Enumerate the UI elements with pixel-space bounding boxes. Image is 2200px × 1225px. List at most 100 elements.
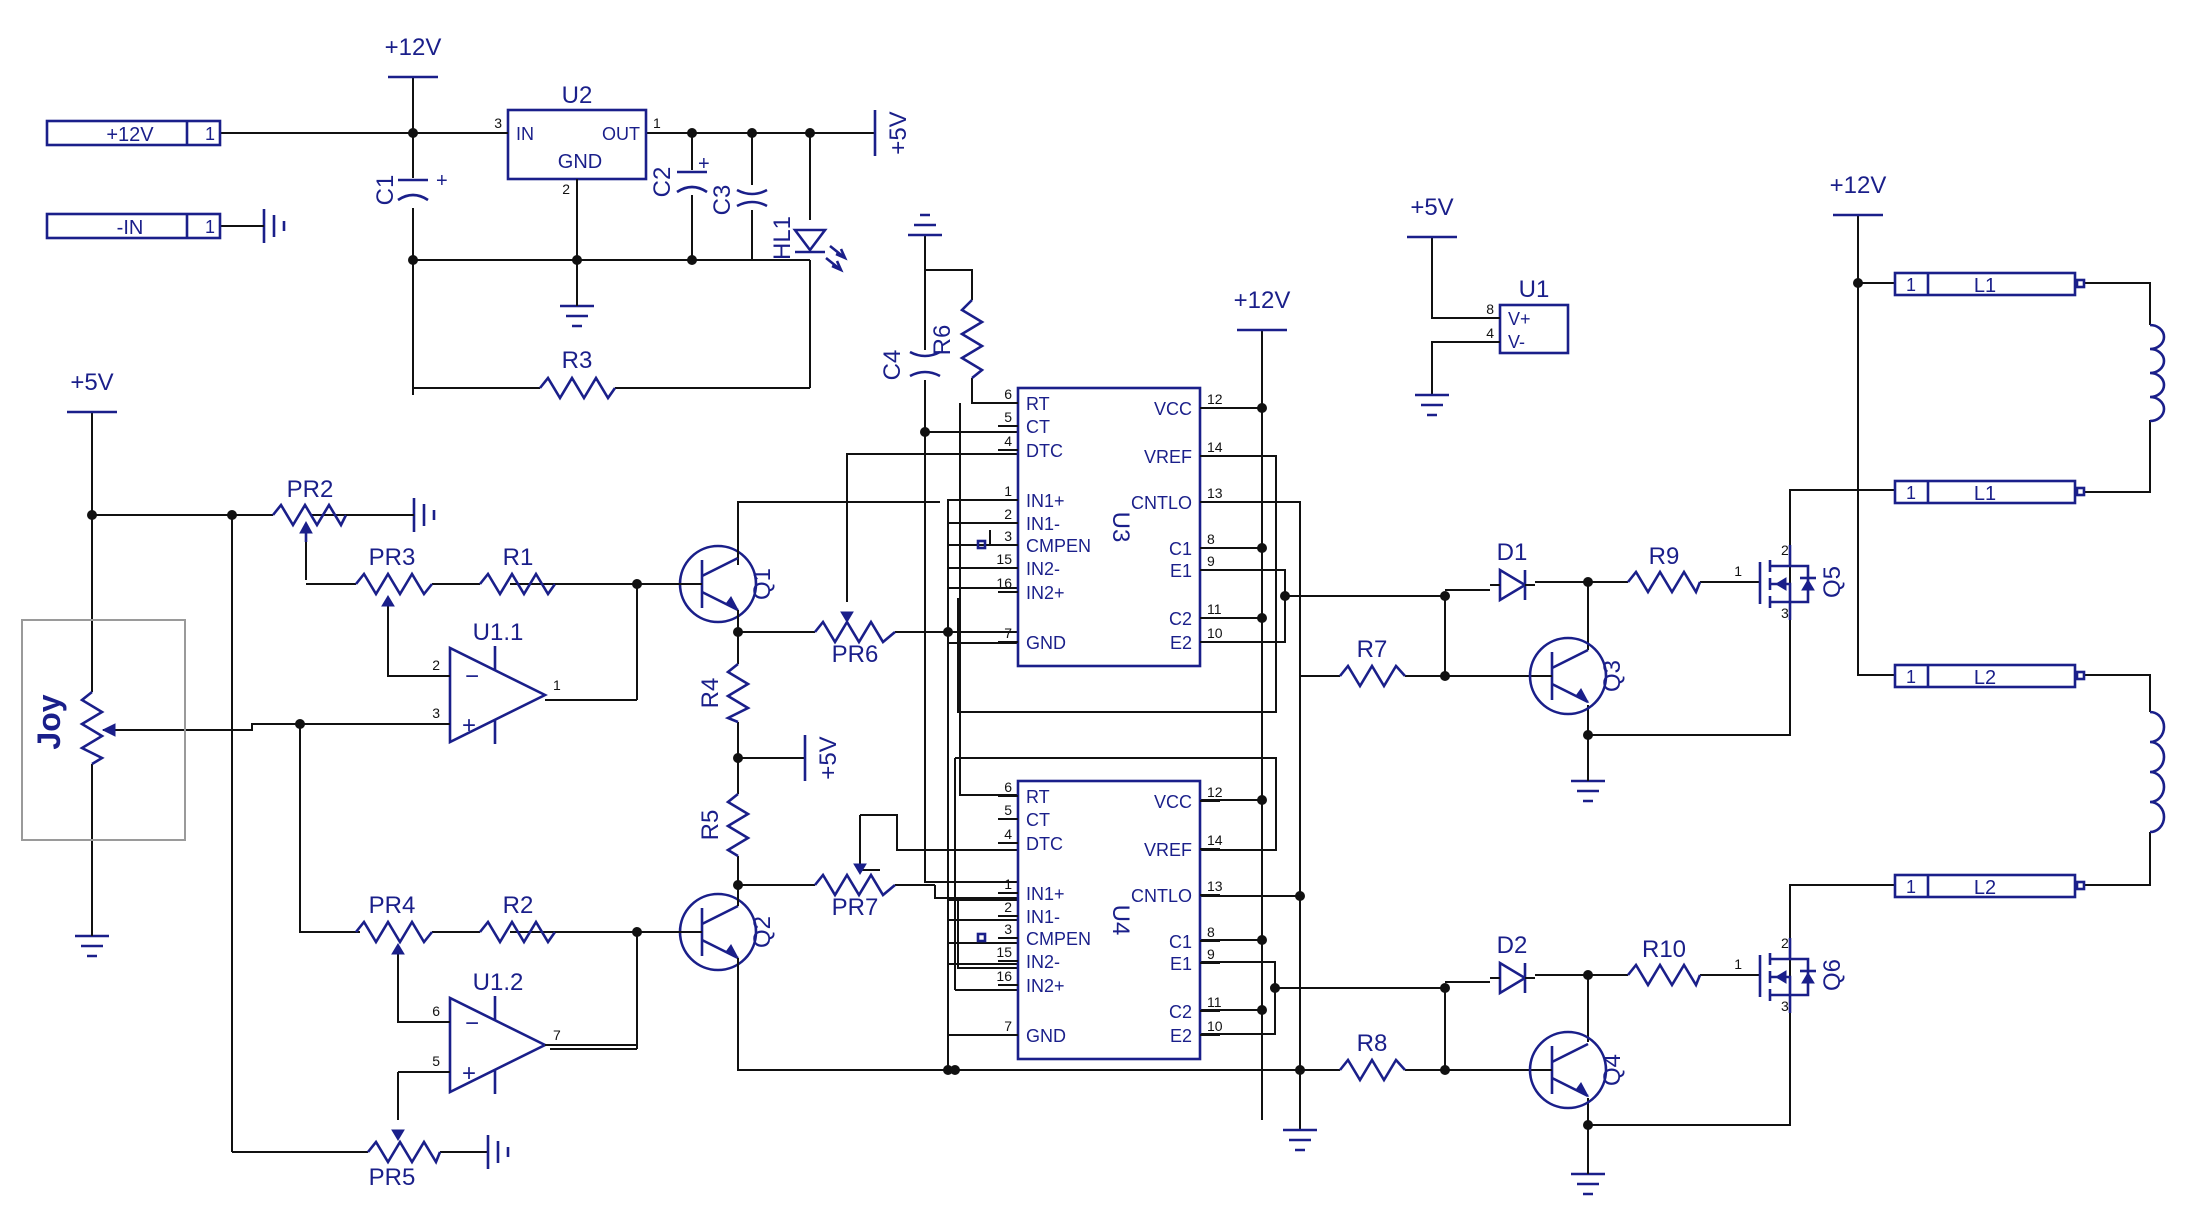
c1-polarity: + <box>436 170 448 192</box>
q3-label: Q3 <box>1599 660 1626 692</box>
rail-5v-u1: +5V <box>1407 194 1457 239</box>
connector-l2-a-pin: 1 <box>1906 667 1916 687</box>
d1-label: D1 <box>1497 539 1528 566</box>
u3-pin-number: 3 <box>1004 528 1012 544</box>
resistor-r4: R4 <box>697 662 751 724</box>
u3-cmpen-terminal <box>976 539 987 550</box>
ground-icon <box>1571 765 1605 803</box>
opamp-u1-2: − + U1.2 6 5 7 <box>432 969 561 1095</box>
rail-5v-left: +5V <box>67 369 117 414</box>
u12-pin-out: 7 <box>553 1027 561 1043</box>
q6-pin-d: 2 <box>1781 935 1789 951</box>
resistor-r1: R1 <box>478 544 637 597</box>
q6-pin-s: 3 <box>1781 998 1789 1014</box>
resistor-r9: R9 <box>1626 543 1702 595</box>
ground-icon <box>486 1135 510 1169</box>
u12-plus: + <box>462 1060 476 1087</box>
ground-icon <box>908 213 942 237</box>
u1-label: U1 <box>1519 276 1550 303</box>
u3-pin-name: IN2+ <box>1026 583 1065 603</box>
ground-icon <box>248 209 286 243</box>
rail-12v-label-3: +12V <box>1830 172 1887 199</box>
rail-5v-label-3: +5V <box>1410 194 1453 221</box>
capacitor-c3: C3 <box>709 185 768 215</box>
c2-polarity: + <box>698 153 710 175</box>
u4-pin-name: IN1+ <box>1026 884 1065 904</box>
u4-pin-number: 5 <box>1004 802 1012 818</box>
transistor-q3: Q3 <box>1528 636 1626 716</box>
u3-pin-number: 7 <box>1004 625 1012 641</box>
connector-l2-a: 1 L2 <box>1893 663 2086 689</box>
coil-l1 <box>2149 323 2166 423</box>
u3-pin-number: 15 <box>996 551 1012 567</box>
u4-pin-name: E1 <box>1170 954 1192 974</box>
q5-pin-s: 3 <box>1781 605 1789 621</box>
capacitor-c2: + C2 <box>649 153 710 197</box>
u4-pin-name: VCC <box>1154 792 1192 812</box>
resistor-r8: R8 <box>1338 1030 1406 1083</box>
q1-label: Q1 <box>749 568 776 600</box>
r7-label: R7 <box>1357 636 1388 663</box>
u4-pin-name: IN2+ <box>1026 976 1065 996</box>
pr3-label: PR3 <box>369 544 416 571</box>
r10-label: R10 <box>1642 936 1686 963</box>
ground-symbols <box>75 209 1605 1196</box>
u4-pin-number: 8 <box>1207 924 1215 940</box>
capacitor-c1: + C1 <box>372 170 448 205</box>
u2-pin-out-name: OUT <box>602 124 640 144</box>
u4-pin-number: 9 <box>1207 946 1215 962</box>
u12-pin-plus: 5 <box>432 1053 440 1069</box>
u4-pin-name: CMPEN <box>1026 929 1091 949</box>
ground-icon <box>1415 393 1449 417</box>
u2-pin-in-num: 3 <box>494 115 502 131</box>
u3-pin-number: 14 <box>1207 439 1223 455</box>
potentiometer-pr3: PR3 <box>354 544 434 607</box>
u4-pin-number: 15 <box>996 944 1012 960</box>
u4-pin-number: 10 <box>1207 1018 1223 1034</box>
r4-label: R4 <box>697 678 724 709</box>
u1-vp: V+ <box>1508 309 1531 329</box>
q6-pin-g: 1 <box>1734 956 1742 972</box>
mosfet-q6: Q6 1 2 3 <box>1734 935 1846 1014</box>
pr6-label: PR6 <box>832 641 879 668</box>
resistor-r2: R2 <box>478 892 637 945</box>
r9-label: R9 <box>1649 543 1680 570</box>
regulator-u2: U2 IN OUT GND 3 1 2 <box>490 82 661 218</box>
r3-label: R3 <box>562 347 593 374</box>
u2-pin-gnd-name: GND <box>558 151 602 173</box>
rail-12v-label-1: +12V <box>385 34 442 61</box>
connector-l1-b: 1 L1 <box>1893 479 2086 505</box>
ground-icon <box>560 290 594 328</box>
ground-icon <box>1283 1128 1317 1152</box>
resistor-r10: R10 <box>1626 936 1702 988</box>
r5-label: R5 <box>697 810 724 841</box>
potentiometer-pr2: PR2 <box>271 476 414 542</box>
d2-label: D2 <box>1497 932 1528 959</box>
rail-12v-pwm: +12V <box>1234 287 1290 332</box>
resistor-r3: R3 <box>538 347 617 401</box>
resistor-r7: R7 <box>1338 636 1406 689</box>
u11-minus: − <box>465 663 479 690</box>
connector-l2-a-name: L2 <box>1974 667 1996 689</box>
c4-label: C4 <box>879 350 906 381</box>
diode-d1: D1 <box>1490 539 1535 603</box>
u4-pin-number: 12 <box>1207 784 1223 800</box>
u3-pin-name: CMPEN <box>1026 536 1091 556</box>
connector-l1-b-pin: 1 <box>1906 483 1916 503</box>
r8-label: R8 <box>1357 1030 1388 1057</box>
connector-neg-name: -IN <box>117 217 144 239</box>
pr7-label: PR7 <box>832 894 879 921</box>
u4-pin-number: 14 <box>1207 832 1223 848</box>
u4-pin-name: DTC <box>1026 834 1063 854</box>
rail-5v-mid: +5V <box>803 735 842 781</box>
resistor-r6: R6 <box>929 299 985 380</box>
u3-pin-name: CT <box>1026 417 1050 437</box>
u4-pin-name: RT <box>1026 787 1050 807</box>
transistor-q2: Q2 <box>637 885 776 982</box>
u4-pin-name: CNTLO <box>1131 886 1192 906</box>
coil-l2 <box>2149 710 2166 834</box>
r2-label: R2 <box>503 892 534 919</box>
